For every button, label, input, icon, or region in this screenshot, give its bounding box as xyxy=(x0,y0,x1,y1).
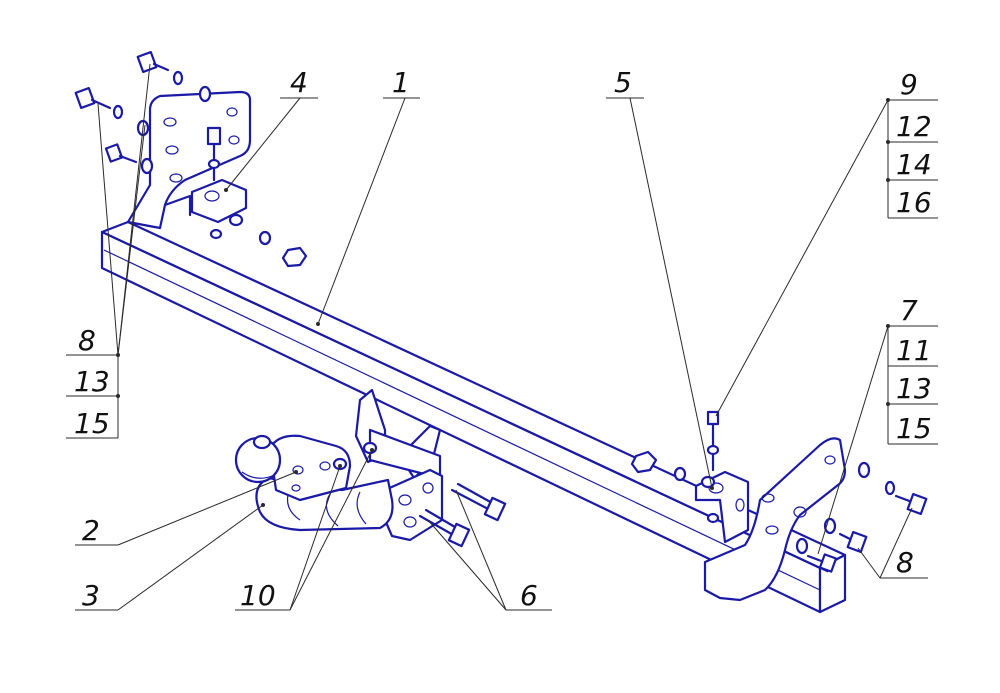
left-nuts-washers xyxy=(112,70,308,268)
crossbar xyxy=(100,220,847,614)
label-right-13: 13 xyxy=(896,372,932,405)
right-outer-bolts xyxy=(795,461,928,573)
label-part-6: 6 xyxy=(520,579,538,612)
label-part-4: 4 xyxy=(290,66,308,99)
label-part-2: 2 xyxy=(82,514,100,547)
hitch-side-plate-top xyxy=(354,388,442,480)
label-right-16: 16 xyxy=(896,186,932,219)
label-right-14: 14 xyxy=(896,148,932,181)
label-left-8: 8 xyxy=(78,324,96,357)
label-right-15: 15 xyxy=(896,412,932,445)
label-part-1: 1 xyxy=(392,66,410,99)
label-left-13: 13 xyxy=(74,365,110,398)
label-right-7: 7 xyxy=(900,294,918,327)
label-left-15: 15 xyxy=(74,407,110,440)
hitch-bolts xyxy=(418,482,507,548)
right-inner-nuts xyxy=(630,450,716,489)
label-part-5: 5 xyxy=(614,66,632,99)
label-part-10: 10 xyxy=(240,579,276,612)
right-clamp-bracket xyxy=(694,410,750,544)
left-mounting-bracket xyxy=(126,90,252,230)
tow-ball xyxy=(234,434,282,484)
label-right-12: 12 xyxy=(896,110,932,143)
label-right-8: 8 xyxy=(896,546,914,579)
leader-lines xyxy=(66,63,938,611)
label-part-3: 3 xyxy=(82,579,100,612)
right-mounting-bracket xyxy=(703,437,847,602)
hitch-mounting-plate xyxy=(383,468,444,542)
label-right-11: 11 xyxy=(896,334,932,367)
label-right-9: 9 xyxy=(900,68,918,101)
